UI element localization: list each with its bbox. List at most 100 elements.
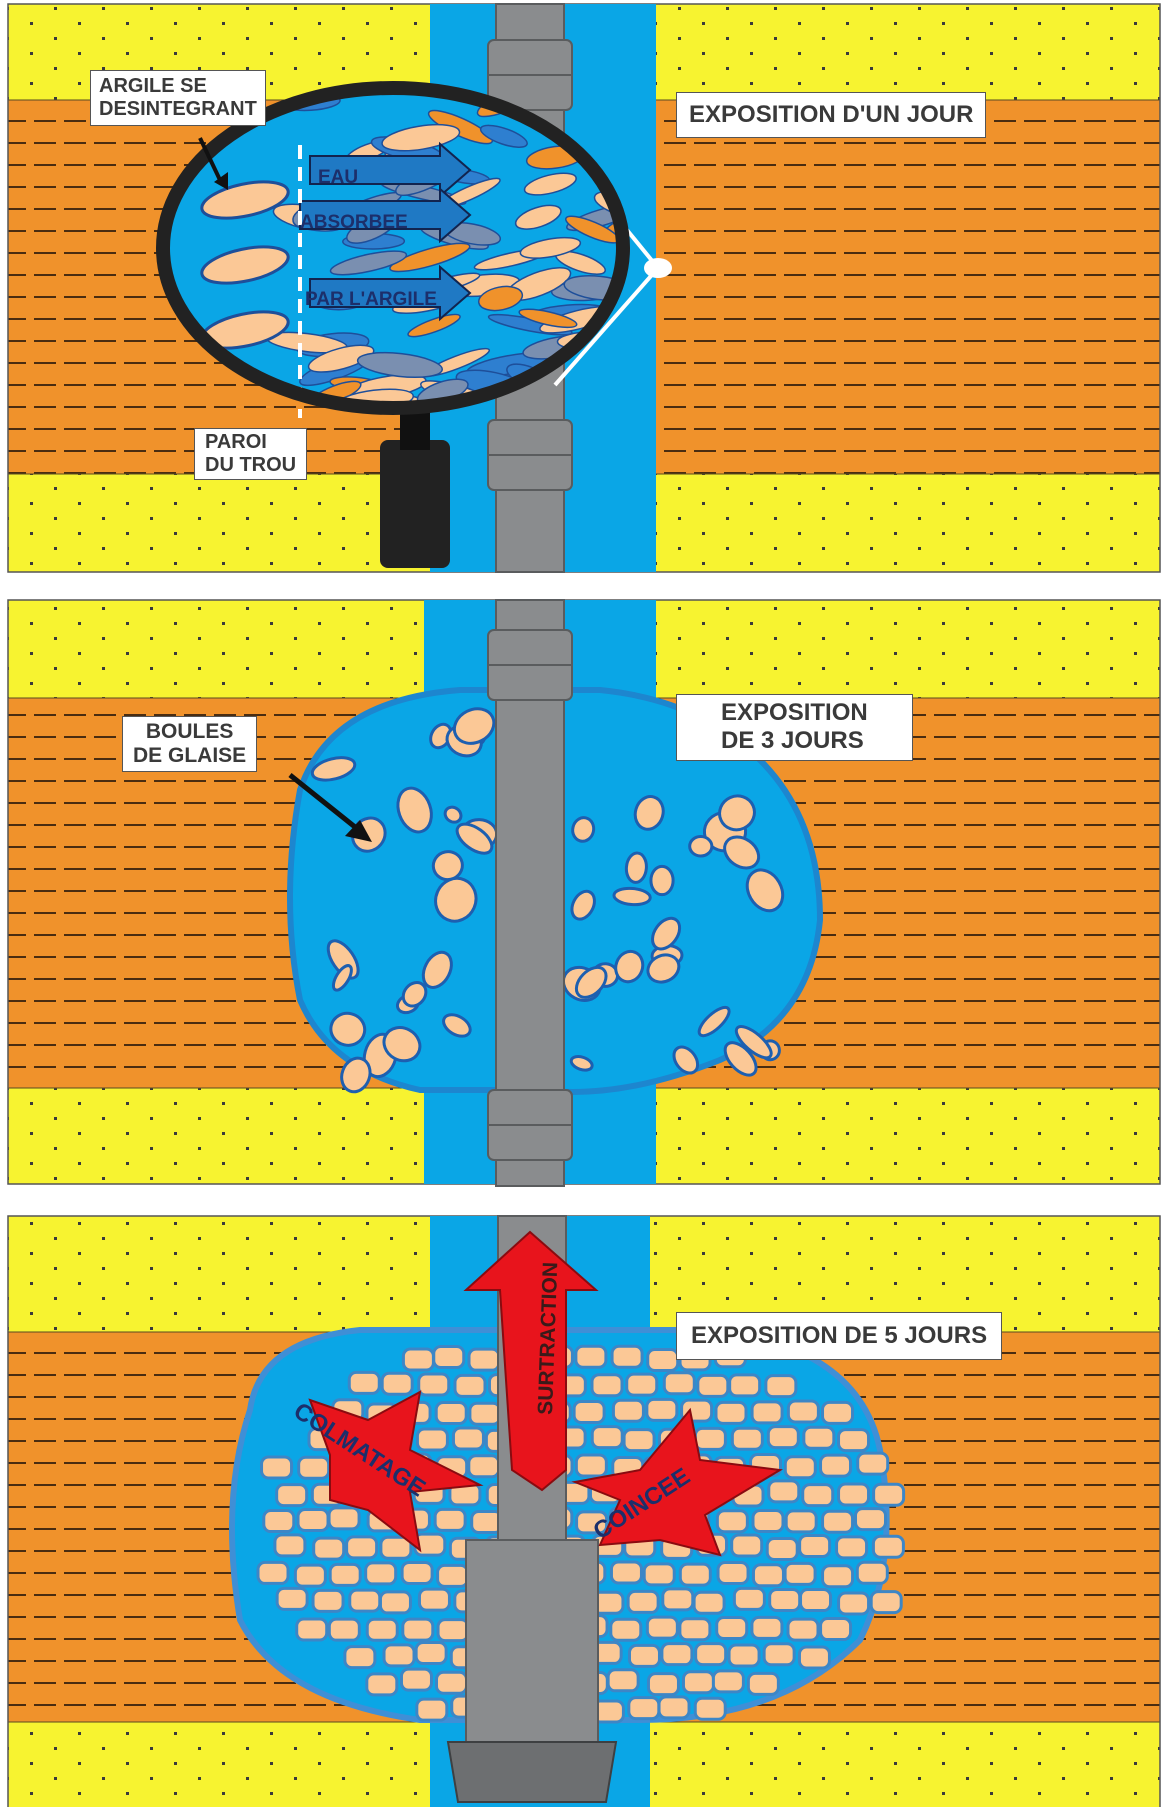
packed-cutting (403, 1619, 433, 1640)
packed-cutting (732, 1428, 762, 1449)
packed-cutting (768, 1427, 798, 1448)
packed-cutting (380, 1592, 410, 1613)
callout-hole-wall: PAROI DU TROU (194, 428, 307, 480)
packed-cutting (384, 1645, 414, 1666)
packed-cutting (695, 1428, 725, 1449)
packed-cutting (648, 1674, 678, 1695)
packed-cutting (277, 1485, 307, 1506)
packed-cutting (871, 1592, 901, 1613)
packed-cutting (275, 1535, 305, 1556)
packed-cutting (295, 1565, 325, 1586)
packed-cutting (417, 1699, 447, 1720)
packed-cutting (752, 1617, 782, 1638)
packed-cutting (644, 1564, 674, 1585)
packed-cutting (627, 1374, 657, 1395)
callout-disintegrating-line-1: ARGILE SE (99, 75, 257, 98)
packed-cutting (770, 1589, 800, 1610)
packed-cutting (694, 1592, 724, 1613)
label-five-days-exposure: EXPOSITION DE 5 JOURS (676, 1312, 1002, 1360)
label-one-day-exposure: EXPOSITION D'UN JOUR (676, 92, 986, 138)
packed-cutting (277, 1588, 307, 1609)
packed-cutting (698, 1375, 728, 1396)
packed-cutting (435, 1509, 465, 1530)
packed-cutting (366, 1563, 396, 1584)
packed-cutting (695, 1698, 725, 1719)
packed-cutting (329, 1508, 359, 1529)
clay-ball (651, 866, 673, 894)
packed-cutting (264, 1511, 294, 1532)
callout-wall-line-2: DU TROU (205, 454, 296, 477)
clay-ball (625, 852, 647, 883)
packed-cutting (856, 1509, 886, 1530)
packed-cutting (786, 1511, 816, 1532)
packed-cutting (469, 1456, 499, 1477)
panel-three-days (8, 600, 1160, 1186)
magnifier-handle (380, 440, 450, 568)
packed-cutting (752, 1402, 782, 1423)
packed-cutting (455, 1375, 485, 1396)
packed-cutting (299, 1457, 329, 1478)
packed-cutting (753, 1511, 783, 1532)
packed-cutting (647, 1399, 677, 1420)
packed-cutting (382, 1373, 412, 1394)
packed-cutting (766, 1376, 796, 1397)
packed-cutting (799, 1647, 829, 1668)
callout-clay-balls-line-2: DE GLAISE (133, 744, 246, 768)
packed-cutting (329, 1619, 359, 1640)
packed-cutting (258, 1562, 288, 1583)
packed-cutting (788, 1401, 818, 1422)
packed-cutting (837, 1537, 867, 1558)
packed-cutting (330, 1564, 360, 1585)
packed-cutting (718, 1562, 748, 1583)
packed-cutting (612, 1346, 642, 1367)
label-three-days-line-1: EXPOSITION (721, 699, 868, 727)
packed-cutting (436, 1402, 466, 1423)
packed-cutting (262, 1457, 292, 1478)
packed-cutting (823, 1566, 853, 1587)
packed-cutting (611, 1562, 641, 1583)
packed-cutting (717, 1618, 747, 1639)
packed-cutting (647, 1617, 677, 1638)
packed-cutting (729, 1645, 759, 1666)
packed-cutting (314, 1538, 344, 1559)
packed-cutting (839, 1430, 869, 1451)
packed-cutting (717, 1511, 747, 1532)
packed-cutting (437, 1672, 467, 1693)
packed-cutting (438, 1565, 468, 1586)
callout-disintegrating-line-2: DESINTEGRANT (99, 98, 257, 121)
packed-cutting (592, 1375, 622, 1396)
packed-cutting (401, 1669, 431, 1690)
packed-cutting (576, 1346, 606, 1367)
packed-cutting (804, 1427, 834, 1448)
label-three-days-exposure: EXPOSITION DE 3 JOURS (676, 694, 913, 761)
packed-cutting (823, 1511, 853, 1532)
callout-wall-line-1: PAROI (205, 431, 296, 454)
packed-cutting (434, 1347, 464, 1368)
packed-cutting (800, 1535, 830, 1556)
packed-cutting (416, 1642, 446, 1663)
packed-cutting (785, 1457, 815, 1478)
packed-cutting (469, 1349, 499, 1370)
packed-cutting (298, 1510, 328, 1531)
lens-text-water: EAU (318, 167, 358, 188)
clay-ball (690, 836, 712, 856)
packed-cutting (683, 1672, 713, 1693)
packed-cutting (823, 1402, 853, 1423)
packed-cutting (419, 1374, 449, 1395)
packed-cutting (874, 1484, 904, 1505)
packed-cutting (801, 1590, 831, 1611)
packed-cutting (402, 1562, 432, 1583)
packed-cutting (624, 1430, 654, 1451)
packed-cutting (748, 1673, 778, 1694)
packed-cutting (767, 1538, 797, 1559)
label-one-day-line-1: EXPOSITION D'UN JOUR (689, 101, 973, 129)
packed-cutting (470, 1403, 500, 1424)
packed-cutting (839, 1484, 869, 1505)
lens-pointer-dot (644, 258, 672, 278)
packed-cutting (680, 1564, 710, 1585)
packed-cutting (417, 1429, 447, 1450)
packed-cutting (821, 1455, 851, 1476)
packed-cutting (648, 1350, 678, 1371)
packed-cutting (713, 1671, 743, 1692)
